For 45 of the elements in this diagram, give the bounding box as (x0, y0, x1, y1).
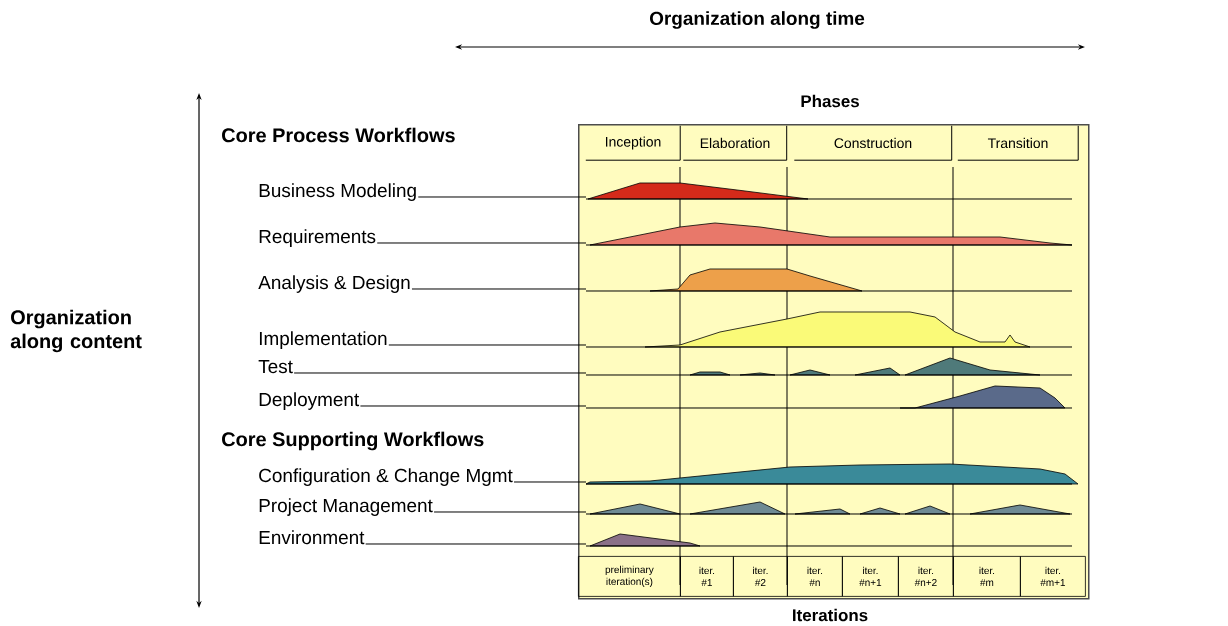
workflow-label: Analysis & Design (258, 275, 410, 293)
workflow-hump (585, 385, 1073, 409)
workflow-label: Project Management (259, 498, 433, 516)
section-heading: Core Process Workflows (222, 127, 455, 143)
phase-box: Elaboration (682, 125, 788, 161)
iteration-cell: iter. #n+1 (842, 556, 899, 597)
iteration-cell: preliminary iteration(s) (578, 556, 681, 597)
iteration-cell: iter. #n (787, 556, 843, 597)
leader-line (433, 511, 587, 513)
workflow-label: Implementation (259, 331, 387, 349)
iteration-cell: iter. #n+2 (898, 556, 954, 597)
phase-box: Construction (793, 125, 953, 161)
axis-title: Organization along time (650, 11, 865, 29)
leader-line (293, 372, 587, 374)
leader-line (513, 481, 587, 483)
leader-line (417, 196, 587, 198)
iteration-cell: iter. #1 (680, 556, 734, 597)
iteration-cell: iter. #2 (733, 556, 788, 597)
iteration-cell: iter. #m (953, 556, 1021, 597)
section-heading: Core Supporting Workflows (222, 431, 484, 451)
workflow-label: Configuration & Change Mgmt (259, 468, 513, 486)
workflow-label: Deployment (259, 392, 360, 410)
section-heading: Iterations (793, 608, 868, 622)
leader-line (365, 543, 587, 545)
leader-line (376, 242, 587, 244)
leader-line (411, 288, 587, 290)
section-heading: Phases (801, 94, 859, 108)
workflow-hump (585, 463, 1079, 485)
workflow-hump (585, 533, 1073, 547)
iteration-cell: iter. #m+1 (1020, 556, 1086, 597)
phase-box: Transition (957, 125, 1079, 161)
workflow-label: Business Modeling (259, 183, 416, 201)
leader-line (359, 405, 587, 407)
phase-box: Inception (585, 125, 681, 161)
workflow-hump (585, 501, 1073, 515)
workflow-label: Environment (259, 530, 365, 545)
workflow-hump (585, 222, 1073, 246)
workflow-label: Requirements (259, 229, 376, 247)
leader-line (388, 344, 587, 346)
workflow-label: Test (258, 360, 293, 374)
workflow-hump (585, 268, 1073, 292)
axis-title: Organization along content (10, 309, 142, 353)
workflow-hump (585, 357, 1073, 376)
workflow-hump (585, 182, 1073, 200)
workflow-hump (585, 311, 1073, 348)
